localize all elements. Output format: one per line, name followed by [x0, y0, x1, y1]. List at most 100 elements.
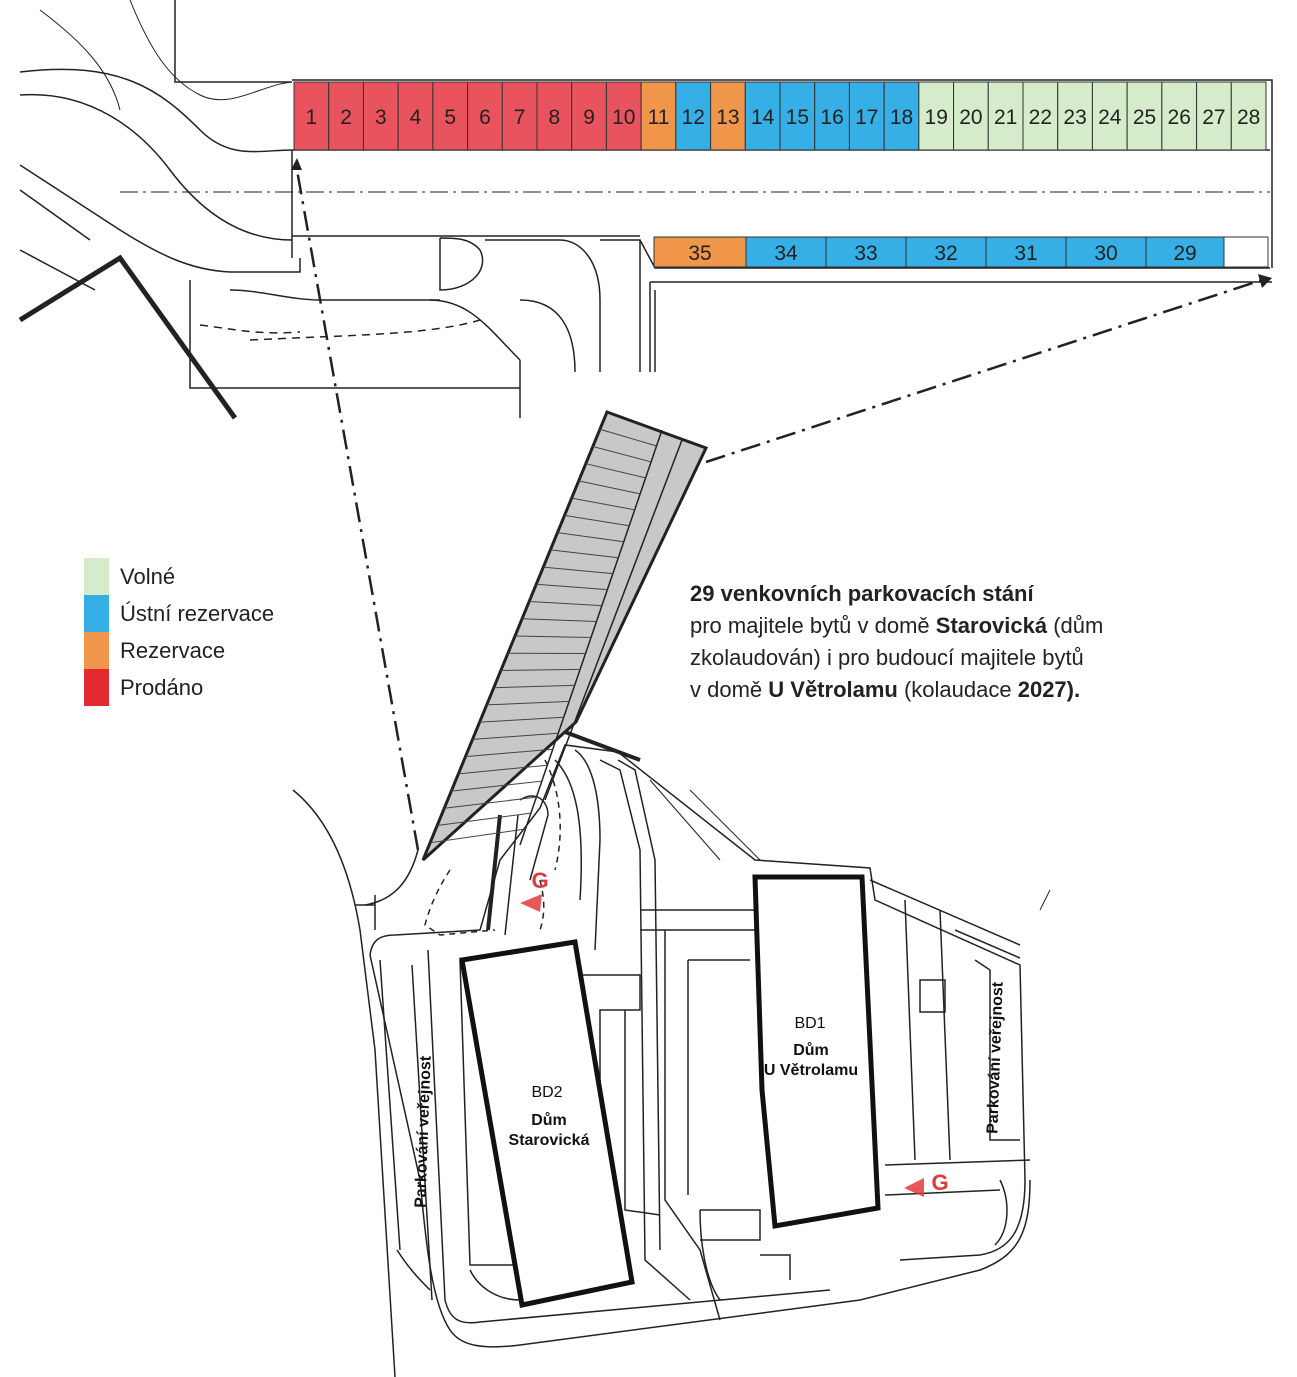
parking-space-30	[1065, 236, 1147, 268]
parking-space-number: 22	[1029, 106, 1052, 129]
description-line-2: pro majitele bytů v domě Starovická (dům	[690, 613, 1104, 638]
parking-stripe	[564, 514, 630, 527]
parking-space-26	[1161, 81, 1198, 151]
parking-space-3	[362, 81, 399, 151]
parking-space-number: 13	[716, 106, 739, 129]
parking-space-number: 29	[1173, 242, 1196, 265]
building-bd1-inner-line	[753, 876, 764, 1091]
parking-space-18	[883, 81, 920, 151]
parking-space-12	[675, 81, 712, 151]
empty-space-cell	[1223, 236, 1269, 268]
legend: Volné Ústní rezervace Rezervace Prodáno	[84, 558, 274, 706]
parking-space-31	[985, 236, 1067, 268]
public-parking-label-right: Parkování veřejnost	[984, 981, 1006, 1134]
parking-space-14	[744, 81, 781, 151]
parking-space-number: 6	[479, 106, 491, 129]
parking-stripe	[599, 428, 657, 447]
bd2-code: BD2	[531, 1084, 562, 1101]
parking-stripe	[472, 732, 559, 740]
parking-space-number: 21	[994, 106, 1017, 129]
parking-stripe	[543, 566, 613, 575]
parking-space-number: 4	[410, 106, 422, 129]
parking-space-7	[501, 81, 538, 151]
parking-space-28	[1230, 81, 1267, 151]
parking-space-number: 1	[306, 106, 318, 129]
parking-space-21	[987, 81, 1024, 151]
parking-space-number: 30	[1094, 242, 1117, 265]
parking-space-10	[605, 81, 642, 151]
parking-space-number: 33	[854, 242, 877, 265]
parking-space-number: 25	[1133, 106, 1156, 129]
parking-stripe	[458, 764, 548, 775]
parking-space-number: 10	[612, 106, 635, 129]
parking-stripe	[536, 583, 608, 591]
parking-stripe	[550, 549, 619, 559]
parking-space-4	[397, 81, 434, 151]
bd1-title-line1: Dům	[793, 1042, 829, 1059]
parking-stripe	[451, 780, 542, 792]
entrance-arrow-icon-bd1	[904, 1178, 924, 1197]
parking-stripe	[585, 463, 646, 479]
description: 29 venkovních parkovacích stání pro maji…	[690, 578, 1103, 706]
parking-stripe	[493, 684, 575, 689]
parking-space-number: 16	[820, 106, 843, 129]
parking-space-number: 18	[890, 106, 913, 129]
parking-detail-plan	[18, 0, 1273, 420]
parking-stripe	[529, 601, 602, 607]
site-plan-lines	[292, 730, 1051, 1377]
public-parking-label-left: Parkování veřejnost	[412, 1055, 434, 1208]
parking-space-6	[467, 81, 503, 151]
parking-space-number: 24	[1098, 106, 1122, 129]
parking-space-number: 5	[444, 106, 456, 129]
parking-space-34	[745, 236, 827, 268]
bd2-title-line1: Dům	[531, 1112, 567, 1129]
parking-stripe	[578, 480, 641, 495]
parking-space-11	[640, 81, 677, 151]
entrance-arrow-icon-bd2	[520, 894, 542, 912]
legend-item-rezervace: Rezervace	[84, 632, 274, 669]
entrance-label-bd2: G	[531, 868, 548, 893]
leader-arrow-right	[1258, 274, 1272, 288]
parking-space-number: 23	[1063, 106, 1086, 129]
parking-space-number: 34	[774, 242, 798, 265]
parking-stripe	[430, 828, 526, 844]
parking-space-number: 3	[375, 106, 387, 129]
parking-stripe	[571, 497, 635, 511]
description-headline: 29 venkovních parkovacích stání	[690, 581, 1034, 606]
parking-space-25	[1126, 81, 1163, 151]
parking-space-number: 14	[751, 106, 775, 129]
parking-stripe	[500, 668, 581, 671]
parking-space-number: 28	[1237, 106, 1260, 129]
parking-stripe	[437, 812, 531, 827]
parking-space-number: 11	[648, 106, 670, 129]
description-line-4: v domě U Větrolamu (kolaudace 2027).	[690, 677, 1081, 702]
legend-label: Ústní rezervace	[120, 600, 275, 626]
legend-swatch-ustni-rezervace	[84, 595, 109, 632]
angled-parking-block	[421, 410, 709, 862]
parking-space-19	[918, 81, 955, 151]
parking-space-number: 15	[786, 106, 809, 129]
parking-space-24	[1091, 81, 1128, 151]
parking-stripe	[465, 748, 553, 758]
legend-label: Prodáno	[120, 674, 204, 700]
parking-stripe	[486, 700, 570, 706]
legend-swatch-rezervace	[84, 632, 109, 669]
legend-label: Volné	[120, 563, 176, 589]
parking-block-stripes	[430, 428, 657, 844]
parking-space-number: 35	[688, 242, 711, 265]
legend-swatch-prodano	[84, 669, 109, 706]
parking-space-number: 20	[959, 106, 982, 129]
parking-stripe	[514, 635, 592, 638]
parking-space-number: 19	[925, 106, 948, 129]
legend-item-prodano: Prodáno	[84, 669, 274, 706]
parking-space-number: 26	[1168, 106, 1191, 129]
bd1-code: BD1	[794, 1015, 825, 1032]
legend-swatch-volne	[84, 558, 109, 595]
bd1-title-line2: U Větrolamu	[764, 1062, 858, 1079]
parking-space-22	[1022, 81, 1059, 151]
parking-stripe	[522, 618, 597, 623]
parking-space-20	[953, 81, 989, 151]
